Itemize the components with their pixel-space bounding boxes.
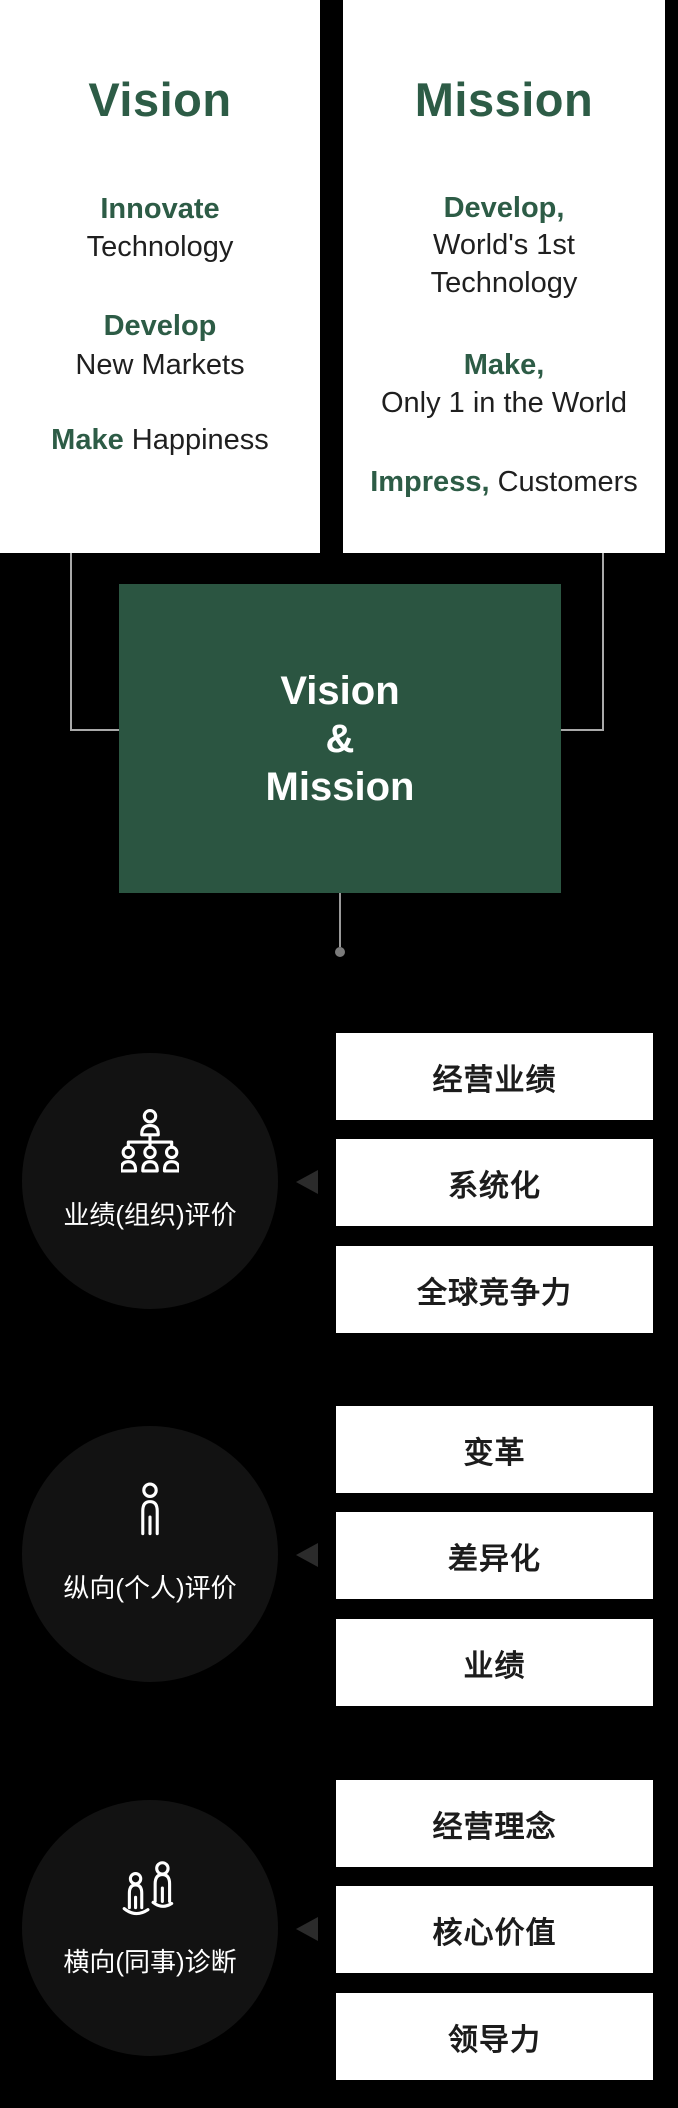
item-box-text: 领导力 bbox=[448, 2023, 541, 2057]
center-box-line: Mission bbox=[265, 764, 415, 809]
item-box-text: 经营业绩 bbox=[432, 1063, 557, 1097]
item-box: 经营理念 bbox=[336, 1780, 653, 1867]
group-individual-evaluation: 纵向(个人)评价 变革 差异化 业绩 bbox=[0, 1406, 678, 1706]
mission-line: Make, bbox=[343, 346, 665, 384]
vision-line-text: Happiness bbox=[123, 424, 269, 456]
connector-left-vertical bbox=[70, 553, 72, 731]
connector-dot bbox=[335, 947, 345, 957]
item-box: 经营业绩 bbox=[336, 1033, 653, 1120]
item-box-text: 全球竞争力 bbox=[417, 1276, 572, 1310]
item-box: 差异化 bbox=[336, 1512, 653, 1599]
vision-line: Develop bbox=[0, 307, 320, 345]
group-organization-evaluation: 业绩(组织)评价 经营业绩 系统化 全球竞争力 bbox=[0, 1033, 678, 1333]
vision-line: Make Happiness bbox=[0, 421, 320, 459]
center-box-line: & bbox=[325, 716, 355, 761]
item-box-text: 系统化 bbox=[448, 1169, 541, 1203]
arrow-left-icon bbox=[296, 1543, 318, 1567]
mission-line: World's 1st bbox=[343, 226, 665, 264]
connector-left-horizontal bbox=[70, 729, 119, 731]
group-label: 业绩(组织)评价 bbox=[63, 1200, 237, 1230]
two-people-icon bbox=[22, 1855, 278, 1921]
org-chart-icon bbox=[22, 1108, 278, 1174]
center-box-line: Vision bbox=[280, 668, 400, 713]
item-box: 领导力 bbox=[336, 1993, 653, 2080]
mission-card: Mission Develop, World's 1st Technology … bbox=[343, 0, 665, 553]
vision-card: Vision Innovate Technology Develop New M… bbox=[0, 0, 320, 553]
vision-line: Technology bbox=[0, 228, 320, 266]
arrow-left-icon bbox=[296, 1170, 318, 1194]
organization-evaluation-circle: 业绩(组织)评价 bbox=[22, 1053, 278, 1309]
vision-line-emphasis: Innovate bbox=[100, 193, 220, 225]
colleague-diagnosis-circle: 横向(同事)诊断 bbox=[22, 1800, 278, 2056]
person-icon bbox=[22, 1481, 278, 1547]
connector-right-vertical bbox=[602, 553, 604, 731]
item-box: 核心价值 bbox=[336, 1886, 653, 1973]
item-box: 业绩 bbox=[336, 1619, 653, 1706]
item-box: 系统化 bbox=[336, 1139, 653, 1226]
vision-line-emphasis: Make bbox=[51, 424, 124, 456]
vision-card-title: Vision bbox=[88, 73, 232, 126]
group-label: 横向(同事)诊断 bbox=[63, 1947, 237, 1977]
group-colleague-diagnosis: 横向(同事)诊断 经营理念 核心价值 领导力 bbox=[0, 1780, 678, 2080]
item-box-text: 核心价值 bbox=[432, 1916, 557, 1950]
individual-evaluation-circle: 纵向(个人)评价 bbox=[22, 1426, 278, 1682]
vision-line-text: New Markets bbox=[75, 349, 245, 381]
vision-line: New Markets bbox=[0, 346, 320, 384]
mission-line-emphasis: Impress, bbox=[370, 466, 490, 498]
mission-line: Only 1 in the World bbox=[343, 384, 665, 422]
vision-and-mission-box: Vision & Mission bbox=[119, 584, 561, 893]
connector-bottom-vertical bbox=[339, 893, 341, 947]
item-box-text: 变革 bbox=[463, 1436, 526, 1470]
mission-line-text: Customers bbox=[489, 466, 638, 498]
mission-line-emphasis: Develop, bbox=[443, 192, 565, 224]
mission-line: Develop, bbox=[343, 189, 665, 227]
item-box-text: 经营理念 bbox=[432, 1810, 557, 1844]
mission-card-title: Mission bbox=[414, 73, 594, 126]
arrow-left-icon bbox=[296, 1917, 318, 1941]
group-label: 纵向(个人)评价 bbox=[63, 1573, 237, 1603]
mission-line: Technology bbox=[343, 264, 665, 302]
item-box: 全球竞争力 bbox=[336, 1246, 653, 1333]
vision-line: Innovate bbox=[0, 190, 320, 228]
vision-line-text: Technology bbox=[86, 231, 234, 263]
item-box-text: 差异化 bbox=[448, 1542, 541, 1576]
mission-line-emphasis: Make, bbox=[463, 349, 545, 381]
item-box-text: 业绩 bbox=[463, 1649, 526, 1683]
mission-line: Impress, Customers bbox=[343, 463, 665, 501]
mission-line-text: Only 1 in the World bbox=[380, 387, 628, 419]
connector-right-horizontal bbox=[561, 729, 604, 731]
mission-line-text: World's 1st bbox=[433, 229, 575, 261]
item-box: 变革 bbox=[336, 1406, 653, 1493]
mission-line-text: Technology bbox=[430, 267, 578, 299]
vision-line-emphasis: Develop bbox=[103, 310, 217, 342]
